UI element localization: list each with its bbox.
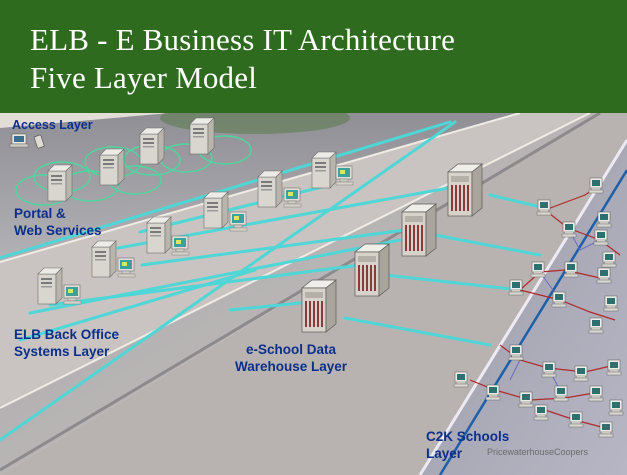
server-tower-icon xyxy=(146,216,172,254)
mainframe-icon xyxy=(447,163,483,217)
school-pc-icon xyxy=(518,391,534,408)
server-tower-icon xyxy=(99,148,125,186)
server-tower-icon xyxy=(91,240,117,278)
school-pc-icon xyxy=(561,221,577,238)
server-tower-icon xyxy=(189,117,215,155)
school-pc-icon xyxy=(588,385,604,402)
school-pc-icon xyxy=(533,404,549,421)
server-tower-icon xyxy=(37,267,63,305)
back-office-layer-label: ELB Back Office Systems Layer xyxy=(14,327,120,359)
school-pc-icon xyxy=(508,279,524,296)
credit-text: PricewaterhouseCoopers xyxy=(487,447,589,457)
school-pc-icon xyxy=(598,421,614,438)
workstation-icon xyxy=(171,235,190,256)
c2k-schools-layer-label: C2K Schools Layer xyxy=(426,429,510,461)
school-pc-icon xyxy=(588,317,604,334)
workstation-icon xyxy=(335,165,354,186)
workstation-icon xyxy=(117,257,136,278)
mainframe-icon xyxy=(354,243,390,297)
server-tower-icon xyxy=(47,164,73,202)
server-tower-icon xyxy=(311,151,337,189)
workstation-icon xyxy=(283,187,302,208)
access-layer-label: Access Layer xyxy=(12,118,93,132)
pda-icon xyxy=(33,134,45,149)
school-pc-icon xyxy=(596,211,612,228)
server-tower-icon xyxy=(203,191,229,229)
portal-layer-label: Portal & Web Services xyxy=(14,206,102,238)
school-pc-icon xyxy=(573,365,589,382)
title-banner: ELB - E Business IT Architecture Five La… xyxy=(0,0,627,113)
schools-backbone-line xyxy=(438,169,627,475)
school-pc-icon xyxy=(603,295,619,312)
school-pc-icon xyxy=(536,199,552,216)
school-pc-icon xyxy=(508,344,524,361)
school-pc-icon xyxy=(593,229,609,246)
mainframe-icon xyxy=(401,203,437,257)
workstation-icon xyxy=(229,211,248,232)
school-pc-icon xyxy=(596,267,612,284)
school-pc-icon xyxy=(553,385,569,402)
school-pc-icon xyxy=(551,291,567,308)
school-pc-icon xyxy=(606,359,622,376)
school-pc-icon xyxy=(541,361,557,378)
school-pc-icon xyxy=(608,399,624,416)
workstation-icon xyxy=(63,284,82,305)
school-pc-icon xyxy=(588,177,604,194)
server-tower-icon xyxy=(139,127,165,165)
mainframe-icon xyxy=(301,279,337,333)
school-pc-icon xyxy=(453,371,469,388)
school-pc-icon xyxy=(601,251,617,268)
school-pc-icon xyxy=(530,261,546,278)
title-line-1: ELB - E Business IT Architecture xyxy=(30,22,456,57)
school-pc-icon xyxy=(485,384,501,401)
server-tower-icon xyxy=(257,170,283,208)
school-pc-icon xyxy=(568,411,584,428)
title-line-2: Five Layer Model xyxy=(30,60,258,95)
laptop-icon xyxy=(9,133,29,148)
warehouse-layer-label: e-School Data Warehouse Layer xyxy=(235,342,348,374)
school-pc-icon xyxy=(563,261,579,278)
